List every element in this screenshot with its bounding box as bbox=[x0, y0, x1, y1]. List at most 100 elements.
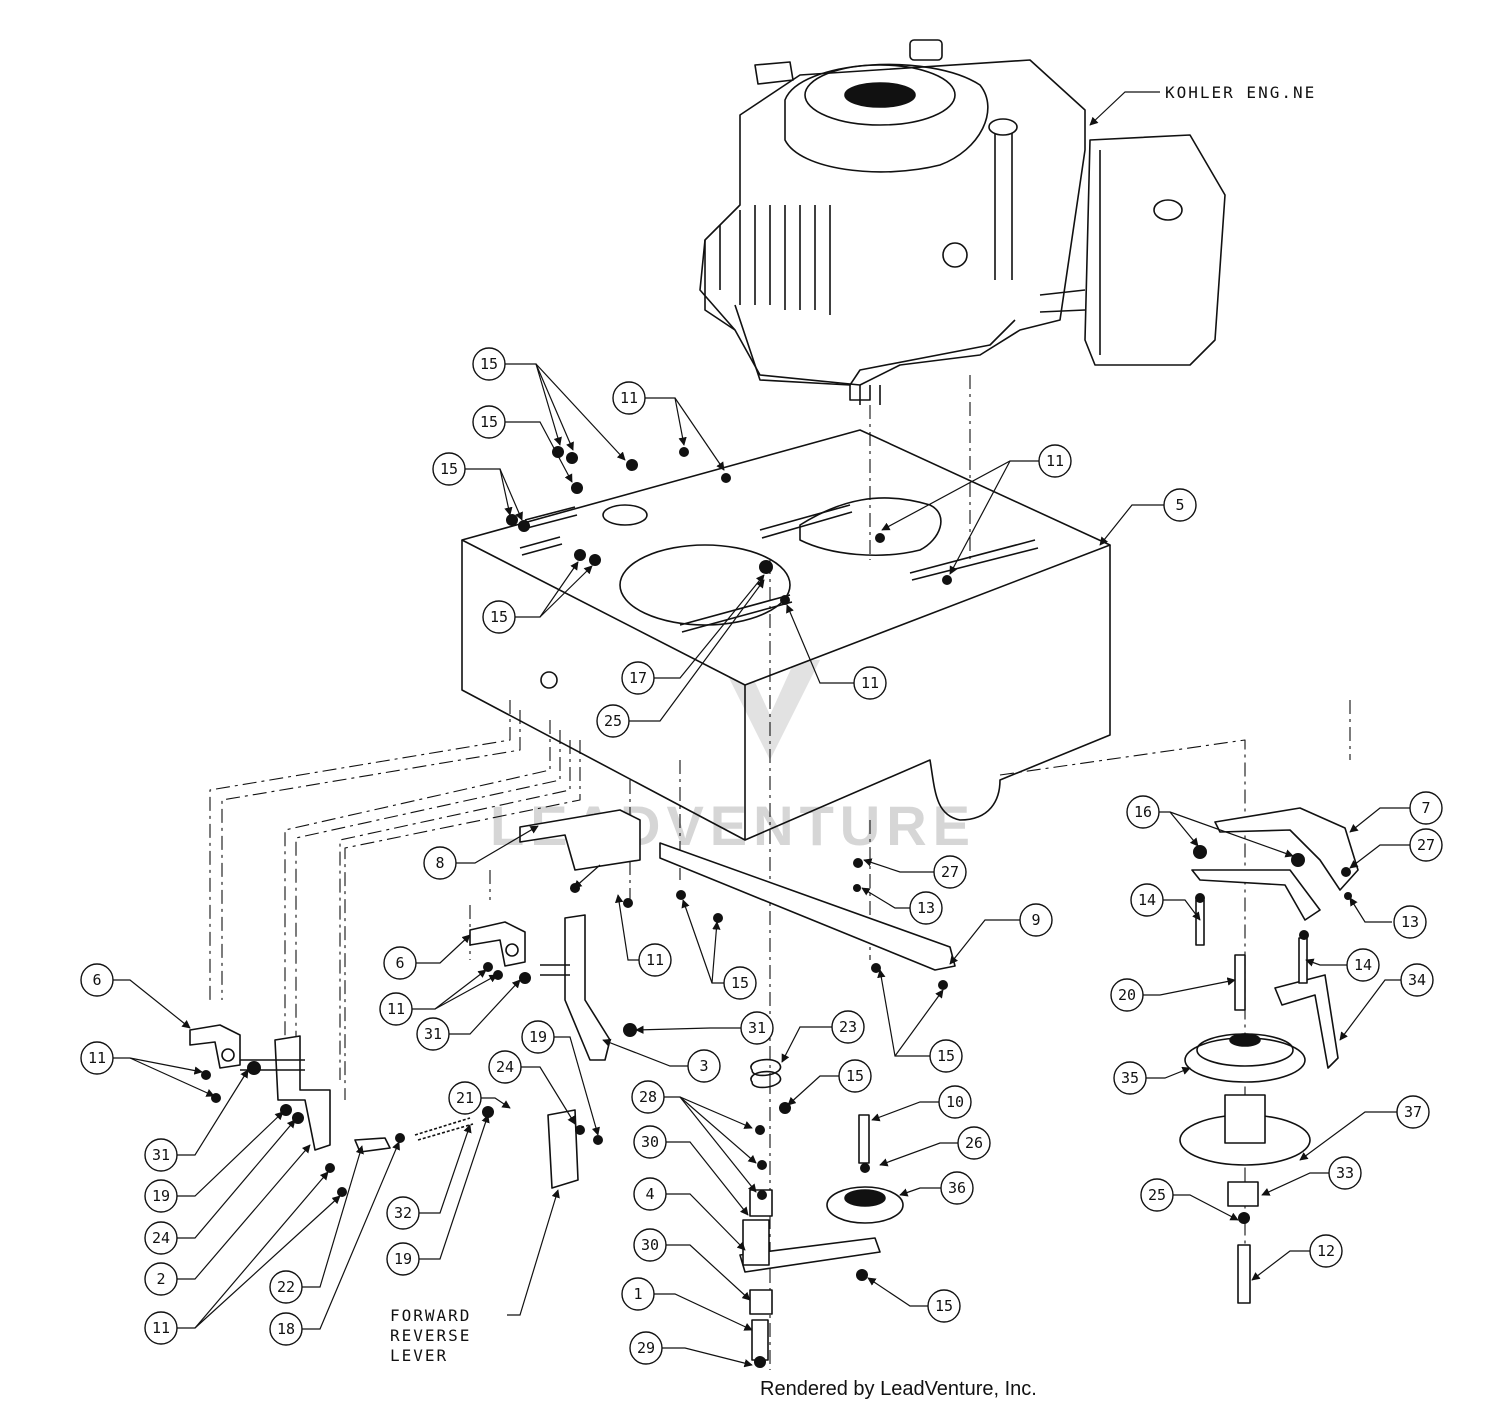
callout-2: 2 bbox=[144, 1262, 178, 1296]
callout-number: 19 bbox=[152, 1187, 170, 1205]
callout-number: 13 bbox=[917, 899, 935, 917]
callout-circle bbox=[1113, 1061, 1147, 1095]
callout-number: 25 bbox=[604, 712, 622, 730]
lever-label-line-1: FORWARD bbox=[390, 1306, 471, 1325]
callout-number: 34 bbox=[1408, 971, 1426, 989]
callout-circle bbox=[80, 963, 114, 997]
callout-5: 5 bbox=[1163, 488, 1197, 522]
callout-circle bbox=[1409, 828, 1443, 862]
callout-11: 11 bbox=[379, 992, 413, 1026]
arm-4 bbox=[739, 1237, 881, 1273]
callout-11: 11 bbox=[612, 381, 646, 415]
callout-15: 15 bbox=[472, 347, 506, 381]
callout-number: 29 bbox=[637, 1339, 655, 1357]
bracket-8 bbox=[519, 809, 641, 871]
callout-number: 37 bbox=[1404, 1103, 1422, 1121]
callout-number: 15 bbox=[440, 460, 458, 478]
callout-4: 4 bbox=[633, 1177, 667, 1211]
callout-circle bbox=[1163, 488, 1197, 522]
callout-circle bbox=[596, 704, 630, 738]
callout-12: 12 bbox=[1309, 1234, 1343, 1268]
callout-number: 13 bbox=[1401, 913, 1419, 931]
callout-number: 26 bbox=[965, 1134, 983, 1152]
bracket-7 bbox=[1214, 807, 1359, 891]
callout-number: 24 bbox=[496, 1058, 514, 1076]
callout-6: 6 bbox=[80, 963, 114, 997]
callout-circle bbox=[80, 1041, 114, 1075]
callout-15: 15 bbox=[472, 405, 506, 439]
callout-number: 12 bbox=[1317, 1242, 1335, 1260]
callout-number: 18 bbox=[277, 1320, 295, 1338]
callout-circle bbox=[938, 1085, 972, 1119]
callout-26: 26 bbox=[957, 1126, 991, 1160]
bracket-6-center bbox=[469, 921, 526, 967]
callout-31: 31 bbox=[144, 1138, 178, 1172]
callout-number: 31 bbox=[424, 1025, 442, 1043]
callout-circle bbox=[621, 1277, 655, 1311]
callout-circle bbox=[633, 1125, 667, 1159]
callout-25: 25 bbox=[1140, 1178, 1174, 1212]
bracket-6-left bbox=[189, 1024, 241, 1069]
callout-circle bbox=[386, 1196, 420, 1230]
leader-lines bbox=[97, 91, 1417, 1368]
callout-circle bbox=[269, 1312, 303, 1346]
callout-number: 15 bbox=[480, 413, 498, 431]
callout-number: 11 bbox=[387, 1000, 405, 1018]
callout-11: 11 bbox=[638, 943, 672, 977]
callout-32: 32 bbox=[386, 1196, 420, 1230]
fasteners bbox=[201, 446, 1352, 1368]
callout-circle bbox=[1396, 1095, 1430, 1129]
callout-circle bbox=[1346, 948, 1380, 982]
callout-number: 15 bbox=[846, 1067, 864, 1085]
bar-9 bbox=[659, 842, 956, 971]
callout-number: 17 bbox=[629, 669, 647, 687]
callout-number: 35 bbox=[1121, 1069, 1139, 1087]
callout-number: 36 bbox=[948, 1179, 966, 1197]
callout-circle bbox=[853, 666, 887, 700]
callout-circle bbox=[838, 1059, 872, 1093]
callout-14: 14 bbox=[1130, 883, 1164, 917]
callout-3: 3 bbox=[687, 1049, 721, 1083]
callout-circle bbox=[521, 1020, 555, 1054]
callout-circle bbox=[1140, 1178, 1174, 1212]
callout-circle bbox=[472, 347, 506, 381]
callout-number: 19 bbox=[394, 1250, 412, 1268]
callout-24: 24 bbox=[488, 1050, 522, 1084]
callout-number: 19 bbox=[529, 1028, 547, 1046]
callout-11: 11 bbox=[1038, 444, 1072, 478]
callout-number: 8 bbox=[435, 854, 444, 872]
lever-label-line-3: LEVER bbox=[390, 1346, 448, 1365]
callout-14: 14 bbox=[1346, 948, 1380, 982]
callout-31: 31 bbox=[740, 1011, 774, 1045]
callout-1: 1 bbox=[621, 1277, 655, 1311]
callout-number: 11 bbox=[152, 1319, 170, 1337]
callout-number: 15 bbox=[480, 355, 498, 373]
callout-number: 15 bbox=[935, 1297, 953, 1315]
callout-circle bbox=[929, 1039, 963, 1073]
callout-number: 11 bbox=[646, 951, 664, 969]
engine-mount-frame bbox=[461, 429, 1111, 841]
callout-6: 6 bbox=[383, 946, 417, 980]
callout-27: 27 bbox=[933, 855, 967, 889]
callout-number: 9 bbox=[1031, 911, 1040, 929]
callout-15: 15 bbox=[927, 1289, 961, 1323]
callout-circle bbox=[633, 1228, 667, 1262]
callout-11: 11 bbox=[853, 666, 887, 700]
callout-15: 15 bbox=[482, 600, 516, 634]
callout-circle bbox=[940, 1171, 974, 1205]
callout-13: 13 bbox=[909, 891, 943, 925]
callout-number: 7 bbox=[1421, 799, 1430, 817]
callout-number: 27 bbox=[941, 863, 959, 881]
callout-circle bbox=[144, 1138, 178, 1172]
callout-11: 11 bbox=[144, 1311, 178, 1345]
callout-number: 14 bbox=[1138, 891, 1156, 909]
callout-16: 16 bbox=[1126, 795, 1160, 829]
arm-2 bbox=[274, 1035, 331, 1151]
callout-18: 18 bbox=[269, 1312, 303, 1346]
callout-circle bbox=[386, 1242, 420, 1276]
callout-circle bbox=[144, 1179, 178, 1213]
callout-circle bbox=[1400, 963, 1434, 997]
callout-24: 24 bbox=[144, 1221, 178, 1255]
callout-number: 32 bbox=[394, 1204, 412, 1222]
